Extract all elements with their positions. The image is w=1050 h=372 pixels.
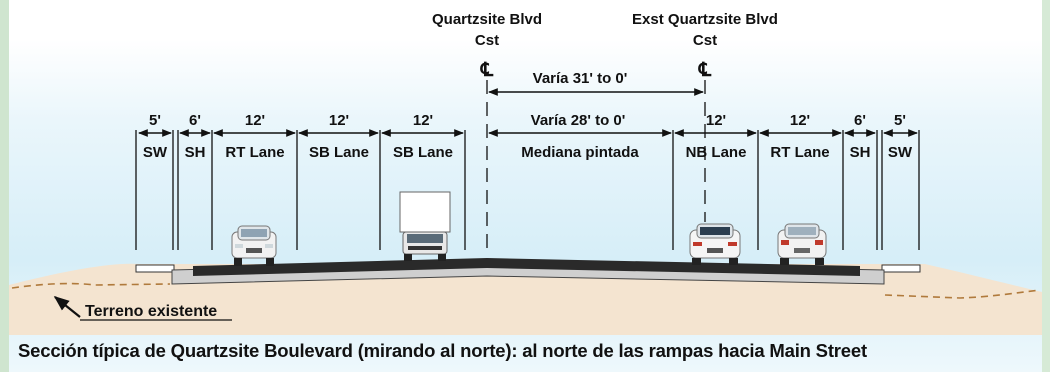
sidewalk-right xyxy=(881,264,921,273)
segment-width-labels: 5' 6' 12' 12' 12' Varía 28' to 0' 12' 12… xyxy=(149,112,906,129)
segment-label: SW xyxy=(143,144,168,161)
segment-width: Varía 28' to 0' xyxy=(531,112,626,129)
centerline-proposed-symbol: ℄ xyxy=(480,60,494,81)
existing-ground-line-right xyxy=(884,289,1041,299)
segment-width: 12' xyxy=(245,112,265,129)
truck-icon xyxy=(399,191,451,261)
segment-width: 12' xyxy=(329,112,349,129)
segment-width: 6' xyxy=(189,112,201,129)
segment-width: 5' xyxy=(894,112,906,129)
car-icon xyxy=(689,223,741,265)
segment-label: RT Lane xyxy=(225,144,284,161)
left-border-band xyxy=(0,0,9,372)
centerline-existing-name: Exst Quartzsite Blvd xyxy=(632,11,778,28)
figure-caption: Sección típica de Quartzsite Boulevard (… xyxy=(18,340,867,361)
centerline-proposed-name: Quartzsite Blvd xyxy=(432,11,542,28)
segment-width: 6' xyxy=(854,112,866,129)
segment-width: 5' xyxy=(149,112,161,129)
terrain-callout-arrow xyxy=(53,296,81,318)
segment-label: SB Lane xyxy=(309,144,369,161)
segment-label: Mediana pintada xyxy=(521,144,639,161)
boundary-lines xyxy=(135,130,920,250)
sidewalk-left xyxy=(135,264,175,273)
terrain-label: Terreno existente xyxy=(85,303,217,320)
segment-name-labels: SW SH RT Lane SB Lane SB Lane Mediana pi… xyxy=(143,144,913,161)
car-icon xyxy=(777,223,827,265)
car-icon xyxy=(231,225,277,266)
centerline-existing-cst: Cst xyxy=(693,32,717,49)
segment-label: NB Lane xyxy=(686,144,747,161)
offset-dimension-label: Varía 31' to 0' xyxy=(533,70,628,87)
segment-label: SB Lane xyxy=(393,144,453,161)
segment-width: 12' xyxy=(706,112,726,129)
centerline-existing-symbol: ℄ xyxy=(698,60,712,81)
segment-label: SH xyxy=(850,144,871,161)
segment-label: RT Lane xyxy=(770,144,829,161)
segment-width: 12' xyxy=(790,112,810,129)
right-border-band xyxy=(1042,0,1050,372)
segment-width: 12' xyxy=(413,112,433,129)
segment-label: SH xyxy=(185,144,206,161)
segment-label: SW xyxy=(888,144,913,161)
centerline-proposed-cst: Cst xyxy=(475,32,499,49)
